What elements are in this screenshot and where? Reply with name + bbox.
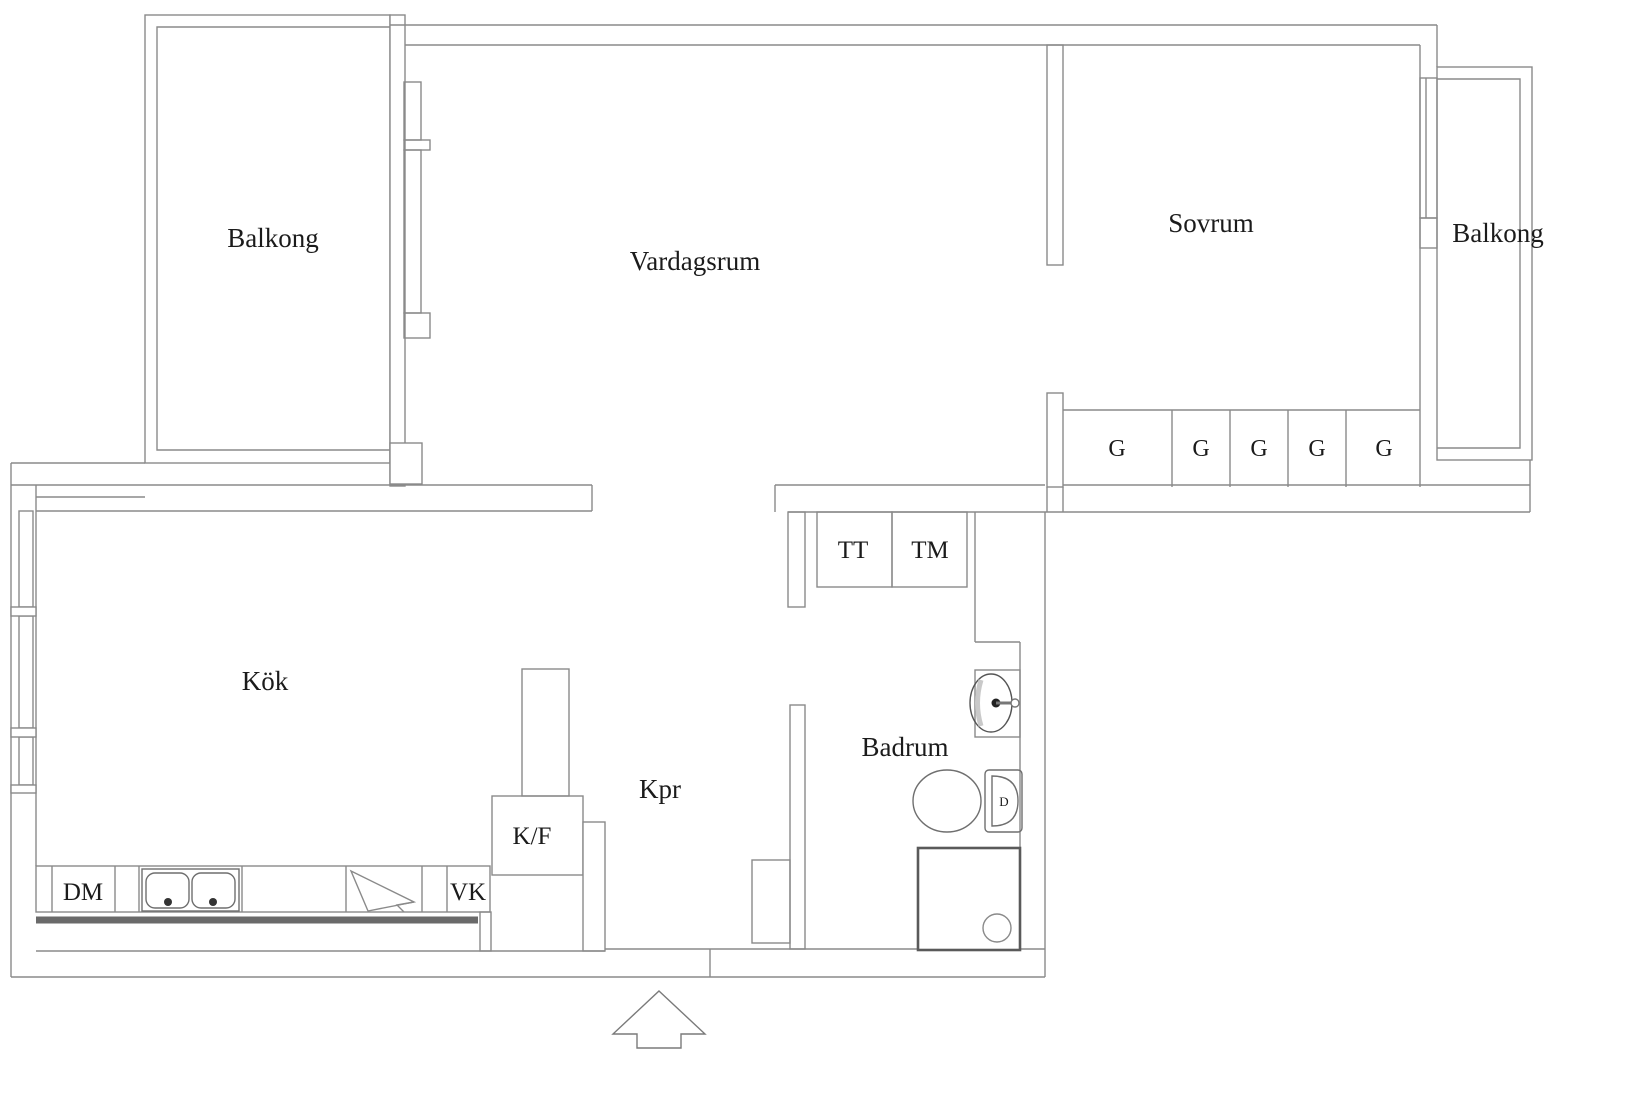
- hall-pillar: [751, 859, 791, 944]
- wall-balcony-living: [389, 14, 406, 487]
- shower-icon: [916, 846, 1022, 952]
- balcony-right-label: Balkong: [1452, 218, 1544, 248]
- kitchen-sink-icon: [141, 868, 240, 912]
- wardrobe-label: G: [1308, 436, 1325, 462]
- bathroom-sink-icon: [969, 669, 1021, 738]
- mid-wall-band: [11, 460, 1531, 513]
- balcony-door-window-icon: [403, 81, 431, 339]
- wardrobe-label: G: [1250, 436, 1267, 462]
- wardrobe-label: G: [1108, 436, 1125, 462]
- bedroom-label: Sovrum: [1168, 208, 1254, 238]
- laundry-boxes: [816, 511, 968, 588]
- wardrobe-label: G: [1375, 436, 1392, 462]
- washing-machine-label: TM: [911, 537, 949, 564]
- kitchen-label: Kök: [242, 666, 289, 696]
- dryer-label: TT: [838, 537, 869, 564]
- wardrobe-row: [1063, 409, 1421, 487]
- labels: Balkong Vardagsrum Sovrum Balkong Kök Kp…: [63, 208, 1544, 906]
- stove-icon: [349, 869, 417, 913]
- kitchen-left-wall: [10, 463, 37, 977]
- toilet-flush-label: D: [999, 794, 1008, 809]
- water-heater-label: VK: [450, 879, 486, 906]
- wardrobe-label: G: [1192, 436, 1209, 462]
- wall-living-bedroom: [1046, 44, 1064, 512]
- dishwasher-label: DM: [63, 879, 103, 906]
- toilet-icon: [912, 769, 1023, 833]
- bathroom-label: Badrum: [862, 732, 949, 762]
- bathroom-walls: [774, 485, 1045, 950]
- walls: [10, 14, 1533, 1049]
- kitchen-counter: [35, 865, 491, 913]
- wall-kitchen-hall: [582, 821, 606, 952]
- fridge-freezer-label: K/F: [513, 823, 552, 850]
- bedroom-window-icon: [1419, 45, 1438, 410]
- bottom-wall: [11, 512, 1046, 978]
- wall-notch: [389, 442, 423, 485]
- balcony-left-label: Balkong: [227, 223, 319, 253]
- entry-arrow-icon: [611, 990, 707, 1049]
- hallway-label: Kpr: [639, 774, 681, 804]
- fridge-freezer-box: [479, 668, 584, 952]
- top-wall: [390, 24, 1438, 67]
- living-room-label: Vardagsrum: [630, 246, 760, 276]
- balcony-right-walls: [1436, 66, 1533, 461]
